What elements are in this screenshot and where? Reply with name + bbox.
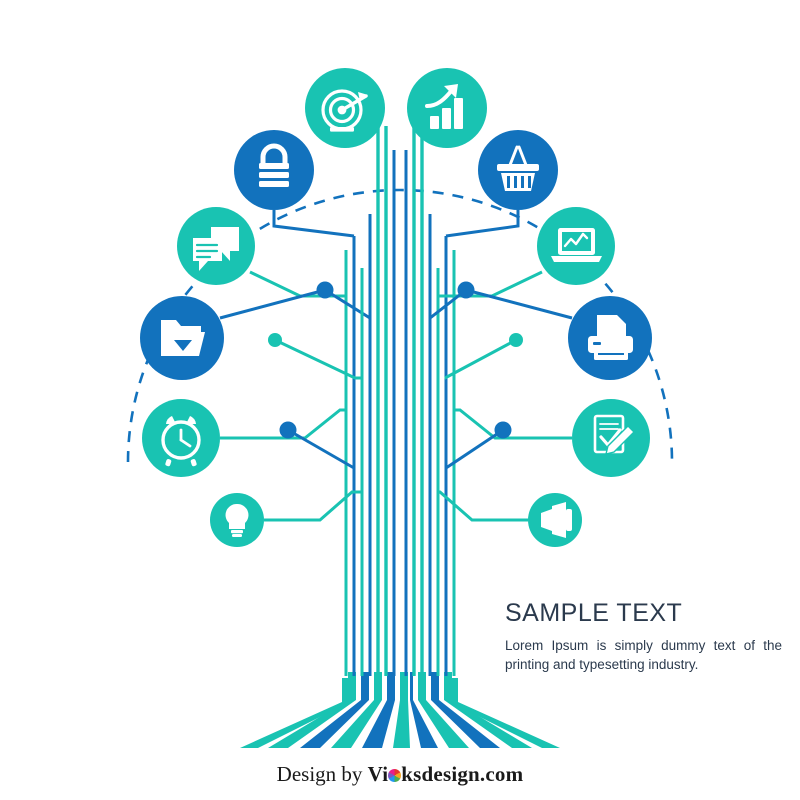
open-folder-icon <box>161 320 205 356</box>
node-chat[interactable] <box>177 207 255 285</box>
light-bulb-icon <box>225 503 249 537</box>
branch-dots <box>268 281 523 439</box>
node-files[interactable] <box>140 296 224 380</box>
page-title: SAMPLE TEXT <box>505 599 683 627</box>
lock-icon <box>259 143 289 187</box>
printer-icon <box>588 315 633 360</box>
credit-brand-part1: Vi <box>367 762 389 786</box>
document-check-pen-icon <box>593 414 635 455</box>
branch-dot <box>457 281 475 299</box>
node-print[interactable] <box>568 296 652 380</box>
credit-brand-part2: ksdesign.com <box>401 762 524 786</box>
node-security[interactable] <box>234 130 314 210</box>
vicksdesign-logo-icon <box>388 769 402 782</box>
page-body-text: Lorem Ipsum is simply dummy text of the … <box>505 637 782 673</box>
node-growth[interactable] <box>407 68 487 148</box>
shopping-basket-icon <box>497 145 539 191</box>
bar-chart-growth-icon <box>425 84 463 129</box>
node-target[interactable] <box>305 68 385 148</box>
target-icon <box>321 89 368 132</box>
branch-dot <box>268 333 282 347</box>
chat-bubbles-icon <box>193 227 239 271</box>
root-fan <box>240 672 560 748</box>
node-checklist[interactable] <box>572 399 650 477</box>
node-time[interactable] <box>142 399 220 477</box>
branch-dot <box>509 333 523 347</box>
branch-traces <box>219 124 573 522</box>
trunk-lines <box>344 126 456 676</box>
node-analytics[interactable] <box>537 207 615 285</box>
alarm-clock-icon <box>161 416 201 467</box>
branch-dot <box>279 421 297 439</box>
node-idea[interactable] <box>210 493 264 547</box>
credit-brand[interactable]: Vi ksdesign.com <box>368 762 524 786</box>
laptop-chart-icon <box>551 228 602 262</box>
megaphone-icon <box>541 502 572 538</box>
node-circle-checklist[interactable] <box>572 399 650 477</box>
branch-dot <box>316 281 334 299</box>
node-circle-security[interactable] <box>234 130 314 210</box>
branch-dot <box>494 421 512 439</box>
credit-line: Design by Vi ksdesign.com <box>0 762 800 787</box>
node-shopping[interactable] <box>478 130 558 210</box>
node-promote[interactable] <box>528 493 582 547</box>
sample-text-block: SAMPLE TEXT Lorem Ipsum is simply dummy … <box>505 599 790 675</box>
credit-prefix: Design by <box>276 762 368 786</box>
